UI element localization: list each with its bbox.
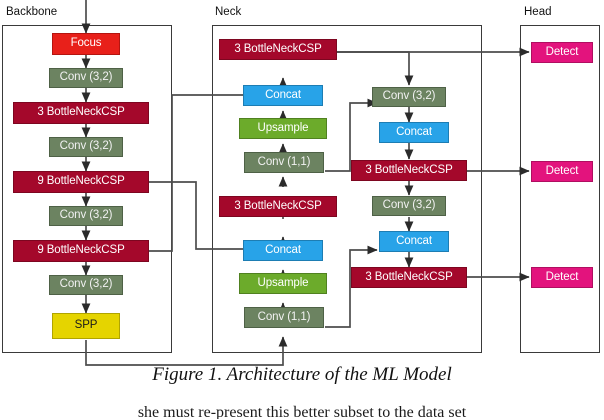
node-conv-3-2-b4[interactable]: Conv (3,2) [49,275,123,295]
node-9-bottleneckcsp-b1[interactable]: 9 BottleNeckCSP [13,171,149,193]
node-3-bottleneckcsp-b1[interactable]: 3 BottleNeckCSP [13,102,149,124]
node-focus[interactable]: Focus [52,33,120,55]
node-conv-1-1-n1[interactable]: Conv (1,1) [244,152,324,173]
node-detect-2[interactable]: Detect [531,161,593,182]
node-3-bottleneckcsp-r2[interactable]: 3 BottleNeckCSP [351,267,467,288]
group-neck-label: Neck [215,6,242,18]
group-head [520,25,600,353]
node-detect-1[interactable]: Detect [531,42,593,63]
node-conv-3-2-r2[interactable]: Conv (3,2) [372,196,446,216]
node-3-bottleneckcsp-n1[interactable]: 3 BottleNeckCSP [219,39,337,60]
figure-caption: Figure 1. Architecture of the ML Model [152,364,452,385]
node-concat-n2[interactable]: Concat [243,240,323,261]
node-3-bottleneckcsp-n2[interactable]: 3 BottleNeckCSP [219,196,337,217]
node-conv-3-2-b2[interactable]: Conv (3,2) [49,137,123,157]
node-conv-1-1-n2[interactable]: Conv (1,1) [244,307,324,328]
group-neck [212,25,482,353]
group-head-label: Head [524,6,552,18]
node-upsample-n2[interactable]: Upsample [239,273,327,294]
group-backbone-label: Backbone [6,6,58,18]
node-conv-3-2-b1[interactable]: Conv (3,2) [49,68,123,88]
node-upsample-n1[interactable]: Upsample [239,118,327,139]
node-concat-r2[interactable]: Concat [379,231,449,252]
node-concat-r1[interactable]: Concat [379,122,449,143]
node-conv-3-2-b3[interactable]: Conv (3,2) [49,206,123,226]
node-detect-3[interactable]: Detect [531,267,593,288]
node-9-bottleneckcsp-b2[interactable]: 9 BottleNeckCSP [13,240,149,262]
node-conv-3-2-r1[interactable]: Conv (3,2) [372,87,446,107]
node-3-bottleneckcsp-r1[interactable]: 3 BottleNeckCSP [351,160,467,181]
node-concat-n1[interactable]: Concat [243,85,323,106]
node-spp[interactable]: SPP [52,313,120,339]
body-text-fragment: she must re-present this better subset t… [137,404,467,419]
